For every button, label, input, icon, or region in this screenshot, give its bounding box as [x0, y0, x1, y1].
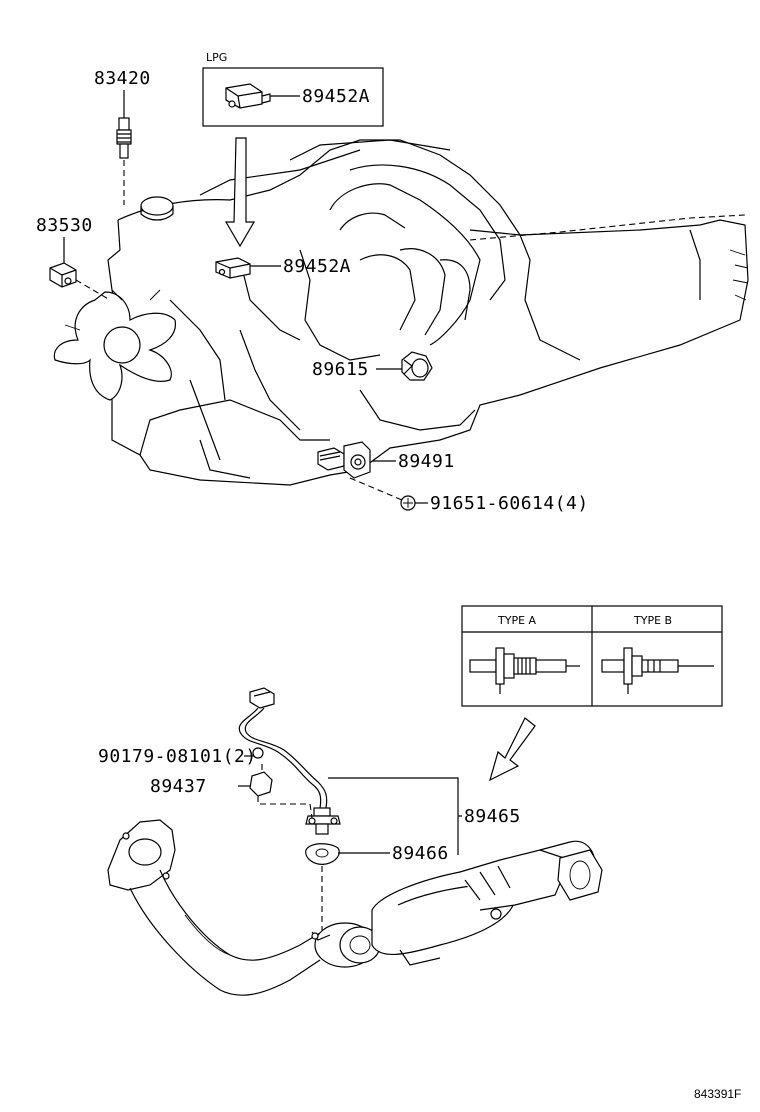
bracket-89437-drawing: [249, 771, 273, 797]
oxygen-sensor-drawing: [238, 687, 341, 835]
part-number-89491[interactable]: 89491: [398, 451, 455, 472]
lpg-label: LPG: [206, 51, 227, 64]
sensor-89491-drawing: [317, 441, 371, 479]
part-number-89615[interactable]: 89615: [312, 359, 369, 380]
exhaust-pipe-drawing: [107, 819, 603, 996]
part-number-90179-08101[interactable]: 90179-08101(2): [98, 746, 257, 767]
type-b-label: TYPE B: [633, 614, 672, 627]
type-b-sensor-drawing: [601, 647, 714, 694]
figure-code: 843391F: [694, 1087, 741, 1101]
type-arrow: [489, 717, 536, 782]
sensor-83420-drawing: [116, 117, 132, 159]
sensor-89615-drawing: [401, 351, 433, 381]
fan-drawing: [53, 289, 177, 401]
part-number-89465[interactable]: 89465: [464, 806, 521, 827]
engine-drawing: [53, 139, 749, 486]
part-number-83420[interactable]: 83420: [94, 68, 151, 89]
part-number-89452a-lpg[interactable]: 89452A: [302, 86, 370, 107]
lpg-arrow: [224, 137, 256, 248]
lpg-box: LPG 89452A: [202, 51, 384, 127]
sensor-89452a-drawing: [215, 257, 251, 279]
type-a-label: TYPE A: [497, 614, 537, 627]
nut-icon: [252, 747, 264, 759]
part-number-89452a[interactable]: 89452A: [283, 256, 351, 277]
sensor-83530-drawing: [49, 262, 77, 288]
part-number-91651-60614[interactable]: 91651-60614(4): [430, 493, 589, 514]
part-number-89437[interactable]: 89437: [150, 776, 207, 797]
type-a-sensor-drawing: [469, 647, 580, 694]
part-number-83530[interactable]: 83530: [36, 215, 93, 236]
type-comparison-box: TYPE A TYPE B: [461, 605, 723, 707]
gasket-89466-drawing: [305, 843, 340, 865]
part-number-89466[interactable]: 89466: [392, 843, 449, 864]
